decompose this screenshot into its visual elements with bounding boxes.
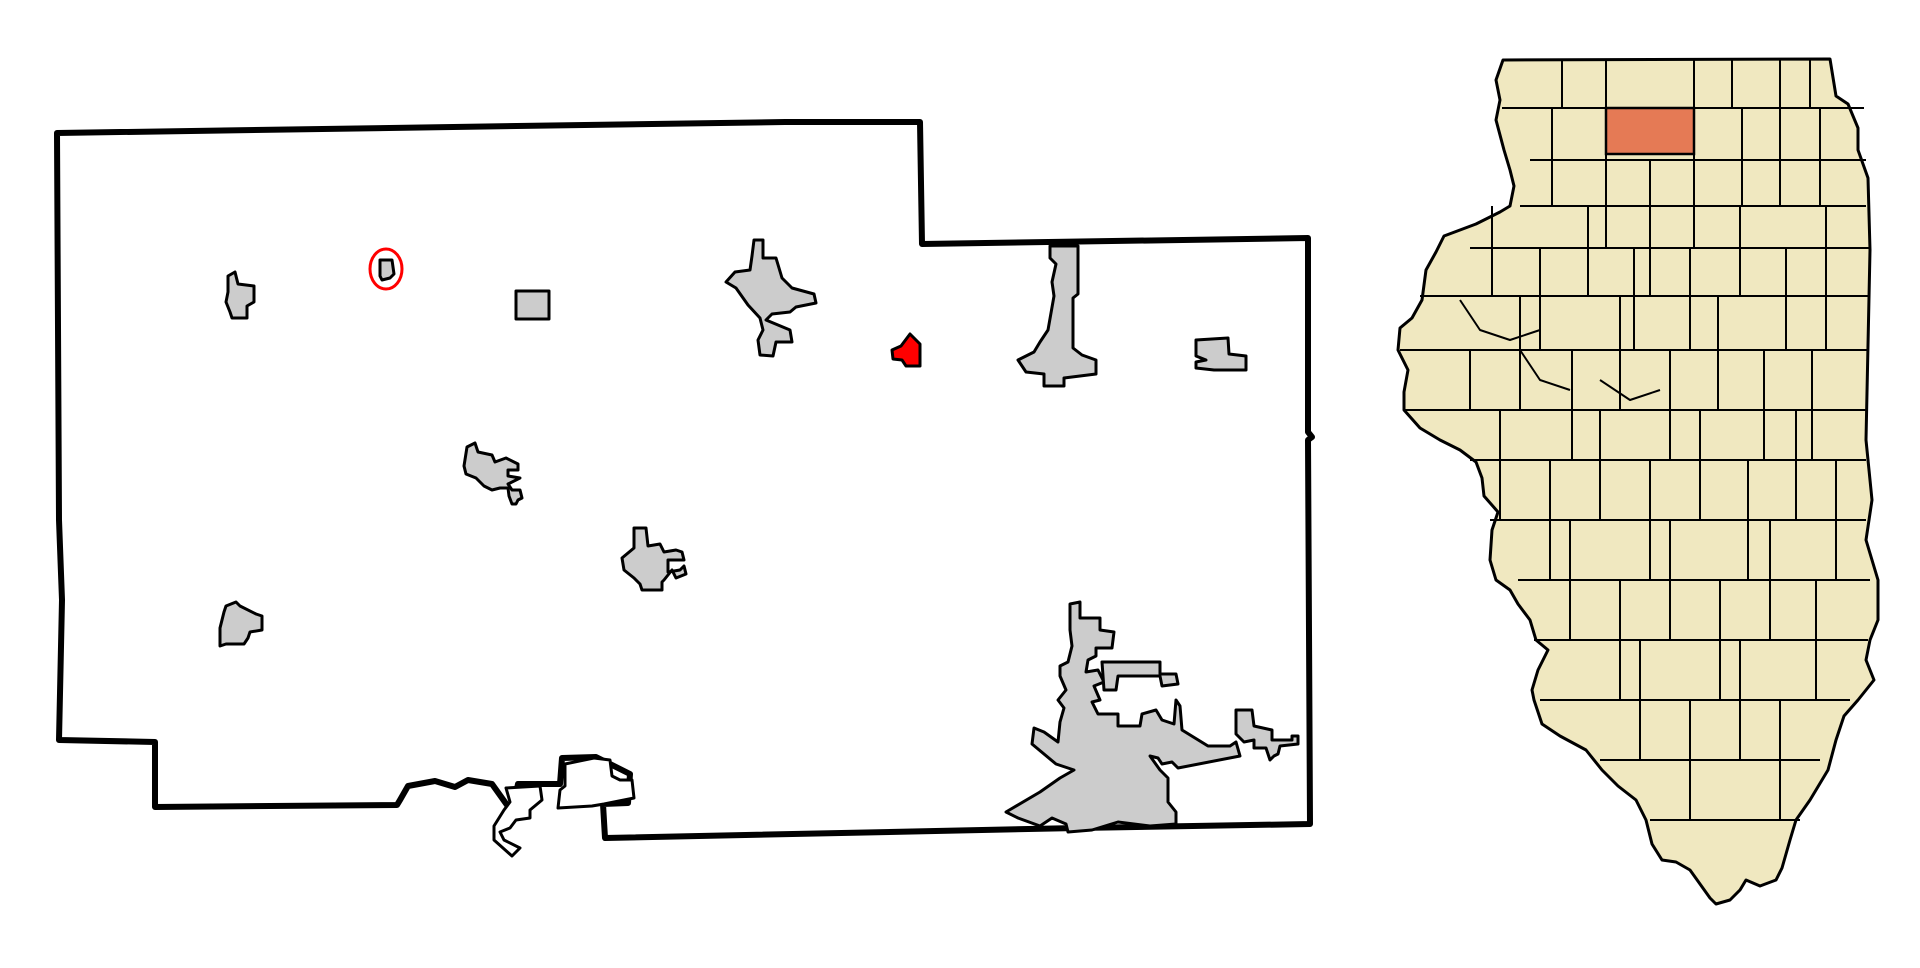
county-lines xyxy=(1400,60,1870,821)
place-far-southeast xyxy=(1234,708,1300,762)
county-map xyxy=(54,119,1315,858)
state-outline xyxy=(1396,57,1880,906)
place-north-central xyxy=(724,238,818,358)
place-central-west xyxy=(462,441,524,506)
marked-place xyxy=(378,258,396,282)
place-southeast-city xyxy=(1004,600,1242,834)
place-north-east-town xyxy=(1016,244,1098,388)
place-southwest xyxy=(218,600,264,648)
place-west-2 xyxy=(514,289,551,321)
place-west-1 xyxy=(224,270,256,320)
state-map xyxy=(1396,57,1880,906)
place-east xyxy=(1194,336,1248,372)
place-southeast-annex xyxy=(1100,660,1180,692)
place-central xyxy=(620,526,688,592)
county-outline xyxy=(54,119,1315,841)
highlighted-place xyxy=(890,332,922,368)
place-south-border-2 xyxy=(556,756,636,810)
highlighted-county xyxy=(1604,106,1696,156)
marker-circle xyxy=(368,247,404,291)
place-south-border-1 xyxy=(492,784,544,858)
